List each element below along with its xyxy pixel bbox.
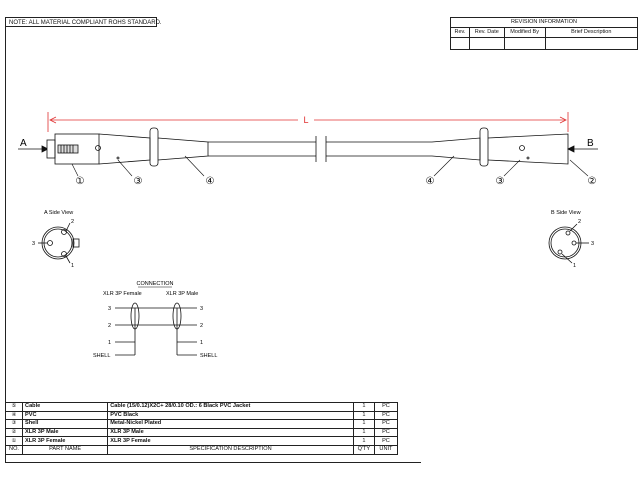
callout-3-left: ③ — [134, 176, 143, 187]
length-dimension — [47, 112, 569, 132]
frame-left-line — [5, 27, 6, 462]
svg-text:SHELL: SHELL — [200, 353, 217, 359]
rev-col: Rev. — [451, 28, 470, 37]
connection-title: CONNECTION — [137, 281, 174, 287]
cable-body — [208, 136, 432, 162]
callout-4-right: ④ — [426, 176, 435, 187]
svg-text:1: 1 — [200, 340, 203, 346]
a-side-view — [38, 222, 80, 264]
table-row: ② XLR 3P Male XLR 3P Male 1 PC — [4, 427, 399, 438]
modified-by-col: Modified By — [505, 28, 546, 37]
frame-bottom-line — [5, 462, 421, 463]
bill-of-materials: ⑤ Cable Cable (15/0.12)X2C+ 28/0.10 OD.:… — [4, 402, 399, 455]
length-label: L — [303, 115, 308, 125]
table-row: ⑤ Cable Cable (15/0.12)X2C+ 28/0.10 OD.:… — [4, 402, 399, 412]
table-row: ④ PVC PVC Black 1 PC — [4, 410, 399, 421]
svg-text:SHELL: SHELL — [93, 353, 110, 359]
right-connector — [431, 127, 569, 167]
svg-text:2: 2 — [200, 323, 203, 329]
table-row: ① XLR 3P Female XLR 3P Female 1 PC — [4, 436, 399, 446]
brief-description-col: Brief Description — [571, 29, 612, 35]
svg-text:3: 3 — [200, 306, 203, 312]
rev-date-col: Rev. Date — [470, 28, 505, 37]
revision-title: REVISION INFORMATION — [451, 18, 637, 28]
rohs-note: NOTE: ALL MATERIAL COMPLIANT ROHS STANDA… — [5, 17, 162, 27]
svg-text:2: 2 — [108, 323, 111, 329]
svg-text:1: 1 — [573, 263, 576, 269]
revision-table: REVISION INFORMATION Rev. Rev. Date Modi… — [450, 17, 638, 50]
end-a-label: A — [20, 138, 27, 149]
table-header-row: NO. PART NAME SPECIFICATION DESCRIPTION … — [4, 444, 399, 455]
b-side-view — [548, 223, 589, 264]
connection-right-label: XLR 3P Male — [166, 291, 198, 297]
callout-2: ② — [588, 176, 597, 187]
connection-wiring — [115, 302, 197, 356]
svg-text:3: 3 — [591, 241, 594, 247]
callout-1: ① — [76, 176, 85, 187]
svg-text:2: 2 — [578, 219, 581, 225]
svg-text:1: 1 — [108, 340, 111, 346]
svg-text:3: 3 — [108, 306, 111, 312]
end-b-label: B — [587, 138, 594, 149]
callout-4-left: ④ — [206, 176, 215, 187]
a-side-view-title: A Side View — [44, 210, 73, 216]
b-side-view-title: B Side View — [551, 210, 581, 216]
connection-left-label: XLR 3P Female — [103, 291, 142, 297]
table-row: ③ Shell Metal-Nickel Plated 1 PC — [4, 419, 399, 429]
svg-text:3: 3 — [32, 241, 35, 247]
svg-text:1: 1 — [71, 263, 74, 269]
svg-text:2: 2 — [71, 219, 74, 225]
callout-3-right: ③ — [496, 176, 505, 187]
left-connector — [46, 127, 209, 167]
